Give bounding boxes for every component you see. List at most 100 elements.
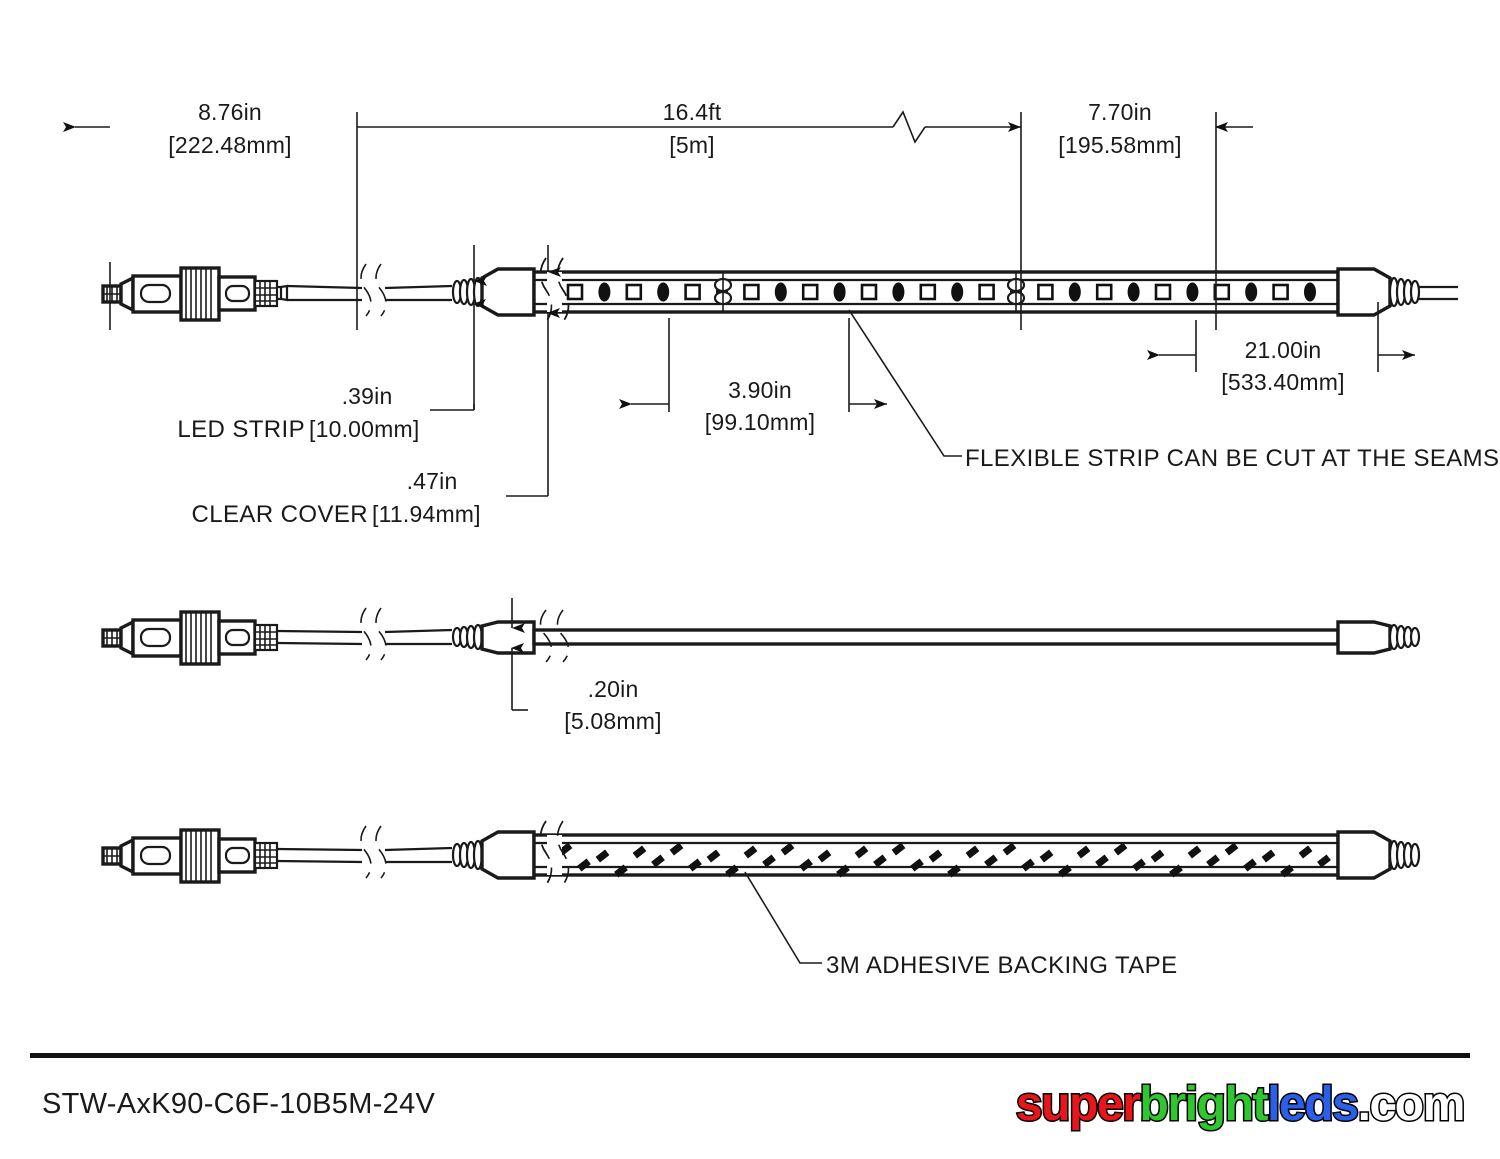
left-strip-entry <box>451 267 536 317</box>
adhesive-hatch-mark <box>1280 864 1294 878</box>
note-cut-seams: FLEXIBLE STRIP CAN BE CUT AT THE SEAMS <box>965 445 1499 472</box>
strain-relief-rings <box>451 276 484 308</box>
dimension-text-layer: 8.76in [222.48mm] 16.4ft [5m] 7.70in [19… <box>168 99 1499 979</box>
dim-strip-length-imperial: 16.4ft <box>663 99 722 125</box>
dim-tail-metric: [533.40mm] <box>1221 369 1344 395</box>
adhesive-hatch-mark <box>1206 854 1220 868</box>
led-emitter <box>860 283 878 301</box>
middle-left-connector <box>101 610 279 666</box>
strip-resistor <box>1245 282 1258 302</box>
adhesive-hatch-mark <box>1002 842 1017 856</box>
seam-marker-2 <box>1006 272 1026 312</box>
adhesive-hatch-mark <box>651 854 665 868</box>
middle-strain-relief <box>451 623 484 651</box>
adhesive-hatch-mark <box>725 864 739 878</box>
note-adhesive-tape: 3M ADHESIVE BACKING TAPE <box>826 952 1177 979</box>
adhesive-hatch-mark <box>817 849 832 863</box>
adhesive-hatch-mark <box>688 858 702 872</box>
dim-lead-out-imperial: 7.70in <box>1088 99 1152 125</box>
bottom-strain-relief-right <box>1388 839 1421 871</box>
led-emitter <box>743 283 760 301</box>
led-emitter <box>566 283 584 301</box>
dim-cover-width-imperial: .47in <box>407 468 458 494</box>
strip-break-left-middle <box>539 609 570 663</box>
adhesive-hatch-mark <box>743 845 758 859</box>
led-emitter <box>1095 283 1113 301</box>
adhesive-hatch-mark <box>984 854 998 868</box>
strip-resistor <box>598 282 611 302</box>
strip-resistor <box>1068 282 1081 302</box>
middle-strain-relief-right <box>1388 623 1421 651</box>
adhesive-hatch-mark <box>614 864 628 878</box>
strip-resistor <box>892 282 905 302</box>
adhesive-hatch-mark <box>706 849 721 863</box>
seam-marker-1 <box>713 272 733 312</box>
adhesive-hatch-mark <box>1261 849 1276 863</box>
strip-resistor <box>833 282 846 302</box>
left-cable-segment-a <box>277 263 453 317</box>
label-led-strip: LED STRIP <box>177 416 305 443</box>
strip-break-left-bottom <box>539 820 570 886</box>
adhesive-hatch-mark <box>873 854 887 868</box>
adhesive-hatch-mark <box>1058 864 1072 878</box>
dim-thickness-imperial: .20in <box>588 676 639 702</box>
title-block-divider <box>30 1053 1470 1058</box>
left-connector <box>101 266 279 322</box>
dim-pitch-metric: [99.10mm] <box>705 409 815 435</box>
adhesive-hatch-mark <box>762 854 776 868</box>
label-clear-cover: CLEAR COVER <box>192 501 368 528</box>
dim-lead-in-imperial: 8.76in <box>198 99 262 125</box>
strip-resistor <box>774 282 787 302</box>
dimension-thickness <box>511 598 528 711</box>
led-strip-body-back <box>532 820 1340 886</box>
adhesive-hatch-mark <box>577 858 591 872</box>
right-strip-exit <box>1336 267 1421 317</box>
adhesive-hatch-mark <box>1076 845 1091 859</box>
adhesive-hatch-mark <box>947 864 961 878</box>
led-emitter <box>801 283 819 301</box>
logo-text-super: super <box>1014 1078 1142 1131</box>
leader-adhesive-note <box>744 871 822 964</box>
adhesive-hatch-mark <box>1150 849 1165 863</box>
strip-resistor <box>657 282 670 302</box>
adhesive-hatch-mark <box>780 842 795 856</box>
bottom-view-assembly <box>101 820 1421 964</box>
adhesive-hatch-mark <box>854 845 869 859</box>
leader-cut-note <box>848 309 962 457</box>
adhesive-hatch-mark <box>1132 858 1146 872</box>
led-emitter <box>1213 283 1231 301</box>
bottom-strain-relief <box>451 839 484 871</box>
strip-resistor <box>1127 282 1140 302</box>
logo-text-bright: bright <box>1138 1078 1270 1131</box>
dim-lead-out-metric: [195.58mm] <box>1058 132 1181 158</box>
adhesive-hatch-mark <box>965 845 980 859</box>
bottom-left-connector <box>101 828 279 884</box>
part-number: STW-AxK90-C6F-10B5M-24V <box>42 1088 436 1120</box>
led-strip-body-front <box>532 257 1340 323</box>
adhesive-hatch-mark <box>1317 854 1331 868</box>
led-emitter <box>625 283 643 301</box>
adhesive-hatch-mark <box>836 864 850 878</box>
led-emitter <box>978 283 995 301</box>
led-emitter <box>919 283 937 301</box>
adhesive-hatch-mark <box>1039 849 1054 863</box>
dim-tail-imperial: 21.00in <box>1245 337 1322 363</box>
adhesive-hatch-mark <box>799 858 813 872</box>
middle-view-assembly <box>101 607 1421 666</box>
superbrightleds-logo: superbrightleds.com <box>1014 1078 1467 1131</box>
top-view-assembly <box>101 257 1421 323</box>
logo-text-leds: leds <box>1266 1078 1361 1131</box>
adhesive-hatch-mark <box>1095 854 1109 868</box>
adhesive-hatch-mark <box>1298 845 1313 859</box>
strain-relief-rings-right <box>1388 276 1421 308</box>
strip-resistor <box>1304 282 1316 302</box>
adhesive-hatch-mark <box>891 842 906 856</box>
adhesive-hatch-mark <box>1224 842 1239 856</box>
strip-resistor <box>1186 282 1199 302</box>
adhesive-hatch-mark <box>595 849 610 863</box>
strip-resistor <box>951 282 964 302</box>
logo-text-dotcom: .com <box>1356 1078 1467 1131</box>
dim-strip-length-metric: [5m] <box>669 132 715 158</box>
